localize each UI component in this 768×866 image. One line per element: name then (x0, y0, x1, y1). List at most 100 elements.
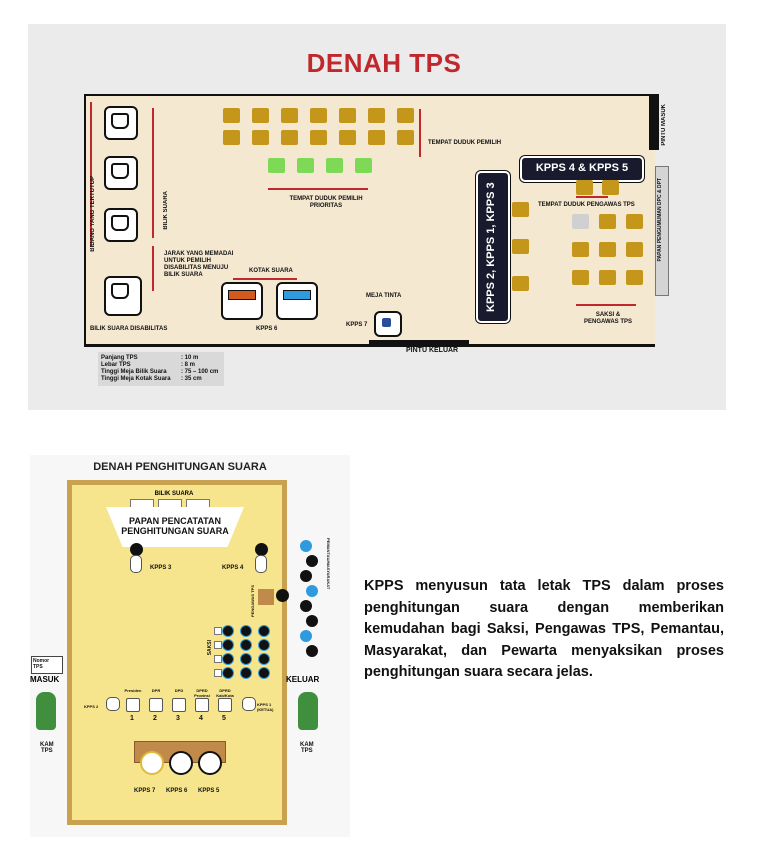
priority-seat (326, 158, 343, 173)
counting-layout-title: DENAH PENGHITUNGAN SUARA (93, 461, 267, 473)
voter-seat (223, 108, 240, 123)
voter-seat (397, 108, 414, 123)
dimension-value: : 8 m (181, 362, 196, 368)
witness-seat (599, 242, 616, 257)
observer-person-icon (300, 570, 312, 582)
witness-chair-icon (214, 641, 222, 649)
count-ballot-box (149, 698, 163, 712)
dimension-row: Panjang TPS: 10 m (101, 355, 218, 362)
ballot-box-lid (283, 290, 311, 300)
description-text: KPPS menyusun tata letak TPS dalam prose… (364, 578, 724, 681)
witness-chair-icon (240, 653, 252, 665)
label-bilik-suara-count: BILIK SUARA (154, 491, 194, 497)
kpps-4-5-table: KPPS 4 & KPPS 5 (520, 156, 644, 182)
bracket-witness-seats (576, 304, 636, 306)
kpps-2-1-3-table: KPPS 2, KPPS 1, KPPS 3 (476, 171, 510, 323)
voting-booth (104, 106, 138, 140)
label-meja-tinta: MEJA TINTA (366, 293, 402, 299)
witness-chair-icon (258, 653, 270, 665)
witness-chair-icon (214, 669, 222, 677)
bracket-ballot-boxes (233, 278, 297, 280)
dimension-row: Lebar TPS : 8 m (101, 362, 218, 369)
observer-person-icon (306, 585, 318, 597)
kpps-side-seat (512, 239, 529, 254)
voter-seat (281, 130, 298, 145)
witness-seat-empty (572, 214, 589, 229)
label-kotak-suara: KOTAK SUARA (249, 268, 293, 274)
witness-seat (626, 214, 643, 229)
label-masuk: MASUK (30, 675, 60, 684)
kpps6-person-icon (169, 751, 193, 775)
dimension-label: Lebar TPS (101, 362, 131, 368)
supervisor-seat (576, 180, 593, 195)
witness-chair-icon (258, 639, 270, 651)
bracket-distance (152, 246, 154, 291)
observer-person-icon (306, 645, 318, 657)
label-kpps7: KPPS 7 (346, 322, 368, 328)
witness-chair-icon (240, 667, 252, 679)
label-kam-right: KAM TPS (300, 742, 314, 754)
label-tempat-duduk-prioritas: TEMPAT DUDUK PEMILIH PRIORITAS (289, 196, 363, 209)
label-kpps6-count: KPPS 6 (166, 788, 188, 794)
label-kpps1: KPPS 1 (KETUA) (257, 702, 274, 712)
voter-seat (368, 108, 385, 123)
ballot-box (221, 282, 263, 320)
kpps3-body-icon (130, 555, 142, 573)
label-pemantau: PEMANTAU/MASYARAKAT (326, 538, 331, 590)
kpps-side-seat (512, 276, 529, 291)
tps-layout-title: DENAH TPS (306, 48, 462, 78)
witness-chair-icon (214, 627, 222, 635)
voter-seat (310, 130, 327, 145)
kpps2-person-icon (106, 697, 120, 711)
voting-booth (104, 208, 138, 242)
ballot-box-type-label: Presiden (124, 688, 142, 693)
label-nomor-tps: Nomor TPS (33, 658, 50, 670)
kpps-side-seat (512, 202, 529, 217)
kam-tps-guard-left-icon (36, 692, 56, 730)
dimension-label: Tinggi Meja Bilik Suara (101, 369, 167, 375)
kpps7-person-icon (140, 751, 164, 775)
bracket-booths (152, 108, 154, 238)
count-ballot-box (195, 698, 209, 712)
voting-booth (104, 156, 138, 190)
ballot-box-type-label: DPRD Kab/Kota (216, 688, 234, 698)
voter-seat (310, 108, 327, 123)
witness-seat (572, 242, 589, 257)
observer-person-icon (300, 540, 312, 552)
voter-seat (368, 130, 385, 145)
dimension-value: : 75 – 100 cm (181, 369, 219, 375)
plan-bottom-wall (84, 345, 655, 347)
voter-seat (252, 108, 269, 123)
counting-room: BILIK SUARA PAPAN PENCATATAN PENGHITUNGA… (67, 480, 289, 825)
label-jarak-memadai: JARAK YANG MEMADAI UNTUK PEMILIH DISABIL… (164, 251, 234, 278)
kpps5-person-icon (198, 751, 222, 775)
ballot-box-lid (228, 290, 256, 300)
witness-chair-icon (258, 667, 270, 679)
tps-dimensions: Panjang TPS: 10 m Lebar TPS : 8 m Tinggi … (101, 355, 218, 383)
label-tempat-pengawas: TEMPAT DUDUK PENGAWAS TPS (538, 202, 635, 208)
witness-seat (626, 242, 643, 257)
witness-chair-icon (240, 625, 252, 637)
label-tempat-duduk-pemilih: TEMPAT DUDUK PEMILIH (428, 140, 502, 146)
ballot-box-number: 5 (222, 715, 226, 722)
voter-seat (252, 130, 269, 145)
ballot-box-number: 2 (153, 715, 157, 722)
ballot-box-number: 1 (130, 715, 134, 722)
label-kpps5-count: KPPS 5 (198, 788, 220, 794)
dimension-row: Tinggi Meja Bilik Suara : 75 – 100 cm (101, 369, 218, 376)
label-pengawas: PENGAWAS TPS (250, 585, 255, 618)
dimension-value: : 10 m (181, 355, 199, 361)
witness-chair-icon (222, 667, 234, 679)
label-kpps-4-5: KPPS 4 & KPPS 5 (535, 162, 629, 174)
label-kpps2: KPPS 2 (84, 704, 99, 709)
ink-table (374, 311, 402, 337)
priority-seat (355, 158, 372, 173)
ballot-box-type-label: DPR (151, 688, 161, 693)
tps-floor-plan: TEMPAT DUDUK PEMILIH TEMPAT DUDUK PEMILI… (84, 94, 655, 346)
bracket-priority-seats (268, 188, 368, 190)
witness-chair-icon (222, 625, 234, 637)
voter-seat (339, 108, 356, 123)
supervisor-person-icon (276, 589, 289, 602)
exit-door (369, 340, 469, 346)
kpps3-person-icon (130, 543, 143, 556)
